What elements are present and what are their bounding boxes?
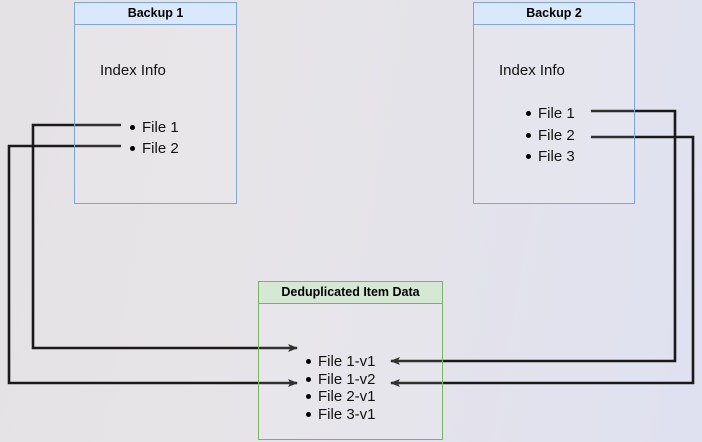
dedup-item[interactable]: File 1-v2 [305,371,376,389]
backup-1-file-item[interactable]: File 2 [129,138,179,159]
edge-backup1-file2-to-dedup-file2v1 [7,144,298,387]
edge-backup2-file1-to-dedup-file1v2 [390,109,677,365]
edge-backup1-file1-to-dedup-file1v1 [31,123,298,352]
backup-2-file-item[interactable]: File 1 [525,103,575,125]
node-backup-2-body: Index Info File 1 File 2 File 3 [474,25,634,203]
dedup-item[interactable]: File 1-v1 [305,353,376,371]
backup-2-index-info-label: Index Info [499,62,565,79]
node-dedup-title: Deduplicated Item Data [259,282,442,304]
backup-1-file-list: File 1 File 2 [129,117,179,159]
node-backup-1-body: Index Info File 1 File 2 [75,25,236,203]
node-backup-1-title: Backup 1 [75,3,236,25]
dedup-item[interactable]: File 3-v1 [305,406,376,424]
dedup-item[interactable]: File 2-v1 [305,388,376,406]
backup-2-file-list: File 1 File 2 File 3 [525,103,575,168]
backup-2-file-item[interactable]: File 2 [525,125,575,147]
edge-backup2-file2-to-dedup-file2v1 [390,135,695,387]
backup-1-file-item[interactable]: File 1 [129,117,179,138]
node-dedup-body: File 1-v1 File 1-v2 File 2-v1 File 3-v1 [259,304,442,439]
node-backup-1[interactable]: Backup 1 Index Info File 1 File 2 [74,2,237,204]
node-backup-2[interactable]: Backup 2 Index Info File 1 File 2 File 3 [473,2,635,204]
dedup-item-list: File 1-v1 File 1-v2 File 2-v1 File 3-v1 [305,353,376,423]
node-backup-2-title: Backup 2 [474,3,634,25]
backup-1-index-info-label: Index Info [100,62,166,79]
node-deduplicated-item-data[interactable]: Deduplicated Item Data File 1-v1 File 1-… [258,281,443,440]
backup-2-file-item[interactable]: File 3 [525,146,575,168]
